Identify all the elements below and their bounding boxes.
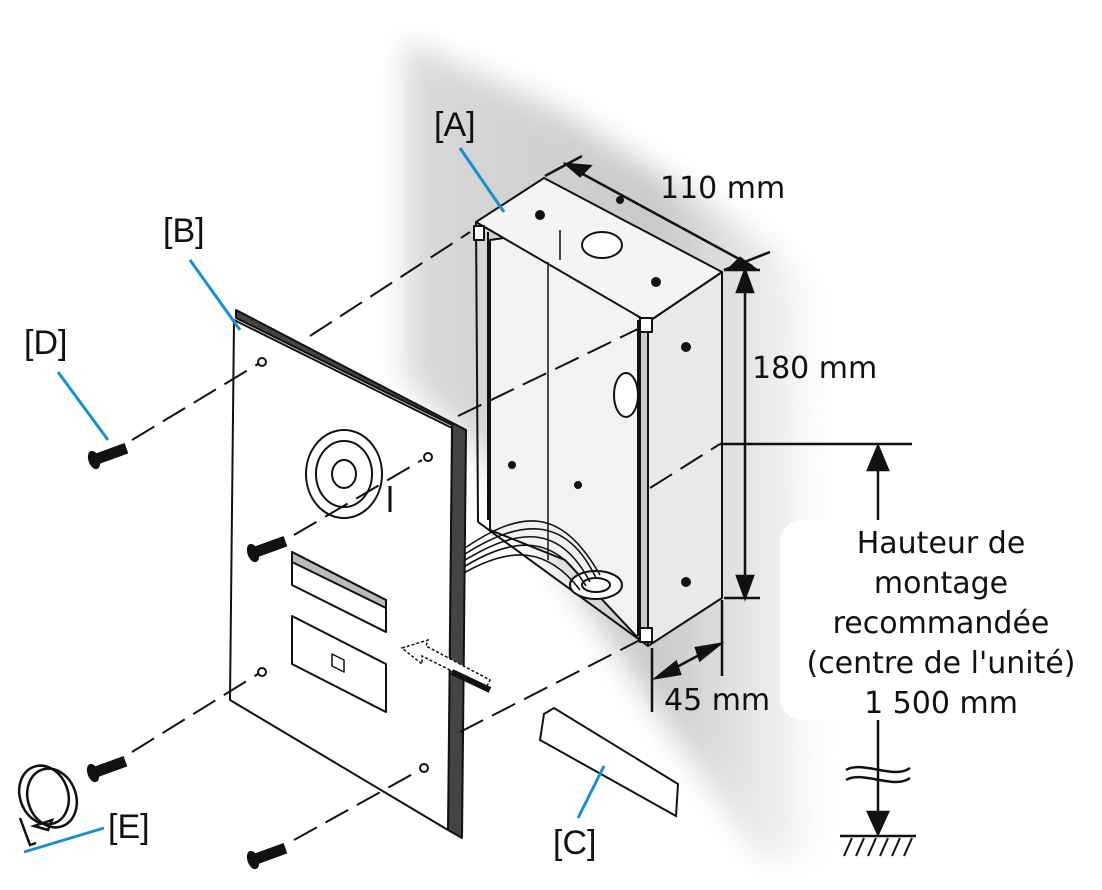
alignment-lines xyxy=(131,231,721,841)
label-c: [C] xyxy=(553,824,597,862)
mounting-height-line-5: 1 500 mm xyxy=(864,686,1018,721)
mounting-height-line-2: montage xyxy=(873,566,1009,601)
mounting-height-line-3: recommandée xyxy=(832,606,1050,641)
screws xyxy=(86,443,288,870)
dimension-width xyxy=(544,154,771,272)
front-panel xyxy=(229,309,467,839)
width-dimension-label: 110 mm xyxy=(660,171,786,206)
leader-lines xyxy=(23,147,606,854)
label-a: [A] xyxy=(434,106,476,144)
hex-key-tool xyxy=(17,764,79,847)
label-e: [E] xyxy=(108,808,150,846)
mounting-height-arrow xyxy=(720,442,916,857)
label-d: [D] xyxy=(24,324,68,362)
label-b: [B] xyxy=(163,212,205,250)
insert-arrow xyxy=(400,638,492,693)
mounting-height-line-1: Hauteur de xyxy=(856,526,1026,561)
height-dimension-label: 180 mm xyxy=(752,351,878,386)
dimension-height xyxy=(724,266,760,602)
depth-dimension-label: 45 mm xyxy=(664,683,771,718)
label-plate xyxy=(538,706,680,818)
mounting-height-line-4: (centre de l'unité) xyxy=(806,646,1076,681)
mounting-height-label: Hauteur de montage recommandée (centre d… xyxy=(780,520,1102,724)
mounting-height-label-box xyxy=(780,520,1102,720)
dimension-depth xyxy=(650,600,725,712)
cables xyxy=(461,520,601,591)
